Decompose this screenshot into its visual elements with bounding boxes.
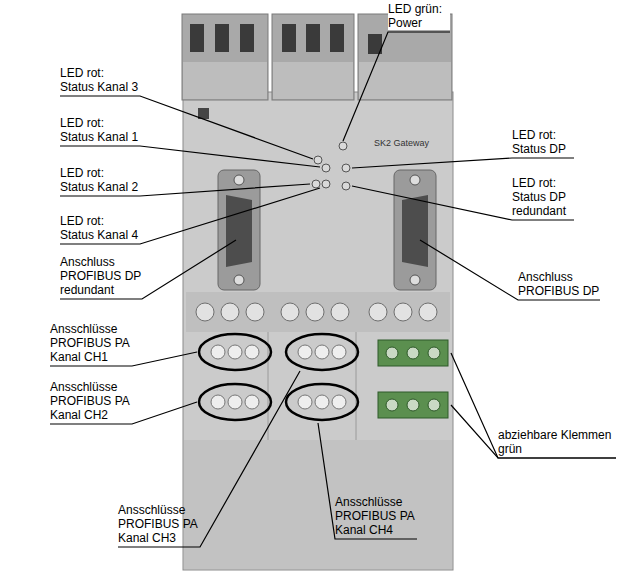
top-terminal-block: [190, 24, 204, 52]
callout-label: Ansschlüsse PROFIBUS PA Kanal CH3: [118, 503, 200, 545]
highlight-ellipse: [199, 334, 271, 370]
highlight-ellipse: [286, 384, 358, 420]
screw-terminal: [298, 345, 312, 359]
led: [322, 180, 330, 188]
top-terminal-block: [183, 62, 267, 99]
green-terminal: [378, 392, 448, 418]
callout-label: Ansschlüsse PROFIBUS PA Kanal CH4: [335, 495, 417, 537]
leader-line: [60, 146, 320, 167]
screw-terminal: [332, 345, 346, 359]
leader-line: [60, 240, 236, 299]
screw-terminal: [245, 395, 259, 409]
screw-terminal: [315, 395, 329, 409]
callout-label: LED rot: Status Kanal 4: [60, 214, 140, 242]
green-terminal: [386, 399, 398, 411]
led: [322, 164, 330, 172]
top-terminal-block: [240, 24, 254, 52]
top-terminal-block: [282, 24, 296, 52]
leader-line: [451, 405, 616, 458]
callout-label: LED grün: Power: [388, 2, 450, 30]
screw-terminal: [186, 292, 450, 409]
callout-label: LED rot: Status DP: [512, 128, 574, 156]
callout-label: Anschluss PROFIBUS DP: [518, 270, 600, 298]
screw-terminal: [246, 303, 264, 321]
screw-terminal: [306, 303, 324, 321]
screw-terminal: [419, 303, 437, 321]
callout-label: LED rot: Status Kanal 1: [60, 116, 140, 144]
sub-d-connector: [234, 275, 244, 285]
leader-line: [118, 371, 300, 547]
green-terminal: [378, 340, 448, 418]
screw-terminal: [281, 303, 299, 321]
screw-terminal: [332, 395, 346, 409]
led: [342, 182, 350, 190]
screw-terminal: [211, 395, 225, 409]
green-terminal: [407, 347, 419, 359]
sub-d-connector: [234, 175, 244, 185]
screw-terminal: [196, 303, 214, 321]
top-terminal-block: [215, 24, 229, 52]
callout-label: abziehbare Klemmen grün: [498, 428, 616, 456]
screw-terminal: [394, 303, 412, 321]
callout-label: Ansschlüsse PROFIBUS PA Kanal CH2: [50, 380, 132, 422]
screw-terminal: [298, 395, 312, 409]
callout-label: LED rot: Status Kanal 2: [60, 166, 140, 194]
screw-terminal: [186, 292, 450, 332]
screw-terminal: [369, 303, 387, 321]
screw-terminal: [228, 345, 242, 359]
callout-label: Anschluss PROFIBUS DP redundant: [60, 255, 142, 297]
screw-terminal: [315, 345, 329, 359]
leader-line: [451, 353, 616, 458]
leader-line: [343, 32, 450, 141]
top-terminal-block: [182, 14, 268, 100]
top-terminal-block: [330, 24, 344, 52]
green-terminal: [386, 347, 440, 411]
leader-line: [60, 188, 320, 244]
leader-line: [352, 158, 574, 168]
top-terminal-block: [273, 62, 353, 99]
screw-terminal: [228, 395, 242, 409]
callout-label: Ansschlüsse PROFIBUS PA Kanal CH1: [50, 322, 132, 364]
green-terminal: [407, 399, 419, 411]
leader-line: [60, 96, 313, 159]
screw-terminal: [211, 345, 346, 409]
led: [314, 156, 322, 164]
sub-d-connector: [410, 175, 420, 185]
device-marking: SK2 Gateway: [374, 138, 429, 149]
callout-label: LED rot: Status DP redundant: [512, 176, 574, 218]
screw-terminal: [331, 303, 349, 321]
highlight-ellipse: [286, 334, 358, 370]
led: [339, 142, 347, 150]
led: [312, 180, 320, 188]
screw-terminal: [245, 345, 259, 359]
led: [312, 142, 350, 190]
green-terminal: [378, 340, 448, 366]
sub-d-connector: [410, 275, 420, 285]
led: [342, 164, 350, 172]
green-terminal: [428, 399, 440, 411]
top-terminal-block: [272, 14, 354, 100]
screw-terminal: [196, 303, 437, 321]
top-terminal-block: [306, 24, 320, 52]
highlight-ellipse: [199, 334, 358, 420]
sub-d-connector: [226, 195, 252, 267]
screw-terminal: [221, 303, 239, 321]
sub-d-connector: [402, 195, 428, 267]
leader-line: [420, 240, 600, 300]
leader-line: [318, 423, 417, 539]
highlight-ellipse: [199, 384, 271, 420]
green-terminal: [428, 347, 440, 359]
green-terminal: [386, 347, 398, 359]
screw-terminal: [211, 345, 225, 359]
callout-label: LED rot: Status Kanal 3: [60, 66, 140, 94]
sub-d-connector: [394, 170, 436, 290]
